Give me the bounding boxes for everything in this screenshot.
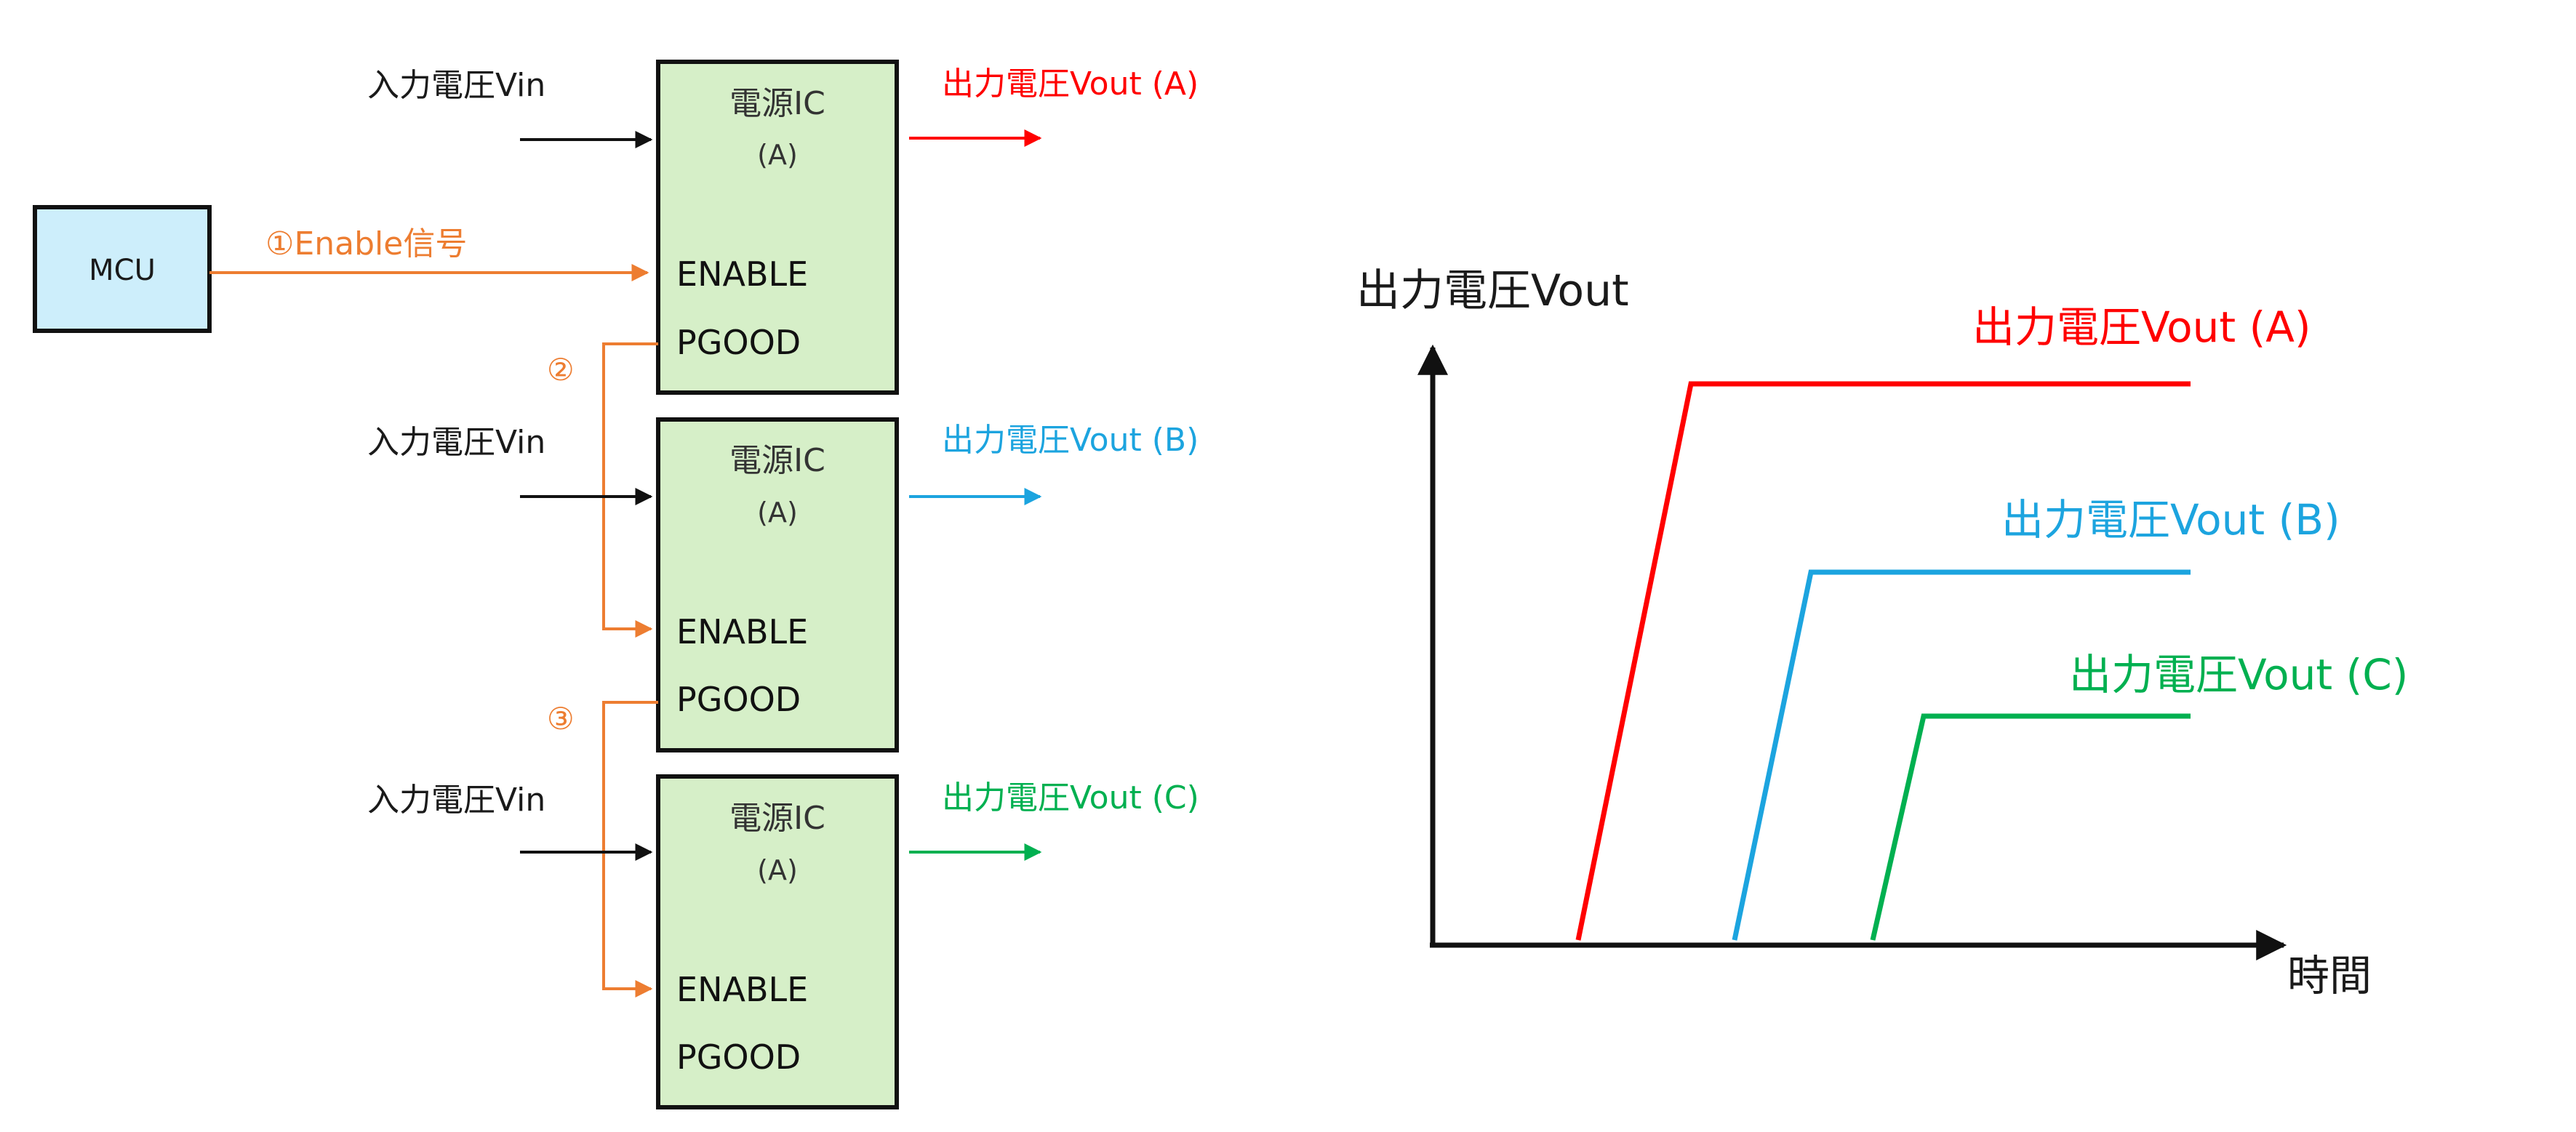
- pgood-link-arrow-1: [602, 342, 658, 638]
- mcu-box: [33, 205, 212, 333]
- power-ic-block-3: 電源IC (A) ENABLE PGOOD 入力電圧Vin 出力電圧Vout (…: [367, 774, 1199, 1109]
- curve-label-b: 出力電圧Vout (B): [2001, 495, 2340, 545]
- power-ic-box-2: [656, 417, 899, 752]
- vin-label-1: 入力電圧Vin: [367, 67, 545, 104]
- power-ic-variant-3: (A): [757, 854, 798, 886]
- enable-pin-3: ENABLE: [676, 970, 808, 1009]
- enable-signal-label: ①Enable信号: [265, 225, 467, 262]
- pgood-link-label-2: ③: [547, 701, 575, 736]
- vout-curve-b: [1732, 569, 2191, 941]
- power-ic-box-3: [656, 774, 899, 1109]
- pgood-link-2: ③: [547, 701, 658, 997]
- vout-label-3: 出力電圧Vout (C): [942, 779, 1199, 816]
- curve-label-c: 出力電圧Vout (C): [2069, 650, 2408, 699]
- pgood-link-1: ②: [547, 342, 658, 638]
- vout-curve-c: [1870, 713, 2191, 941]
- power-ic-name-2: 電源IC: [729, 442, 825, 479]
- vout-curve-a: [1575, 381, 2191, 941]
- power-ic-block-2: 電源IC (A) ENABLE PGOOD 入力電圧Vin 出力電圧Vout (…: [367, 417, 1199, 752]
- pgood-pin-1: PGOOD: [676, 323, 801, 362]
- y-axis-label: 出力電圧Vout: [1356, 265, 1629, 316]
- pgood-link-label-1: ②: [547, 352, 575, 388]
- mcu-label: MCU: [89, 254, 156, 287]
- power-ic-block-1: 電源IC (A) ENABLE PGOOD 入力電圧Vin 出力電圧Vout (…: [367, 60, 1199, 395]
- timing-graph: 出力電圧Vout 時間 出力電圧Vout (A) 出力電圧Vout (B) 出力…: [1356, 265, 2408, 1000]
- vout-label-2: 出力電圧Vout (B): [942, 422, 1199, 459]
- enable-pin-2: ENABLE: [676, 612, 808, 651]
- curve-label-a: 出力電圧Vout (A): [1972, 302, 2311, 352]
- pgood-pin-3: PGOOD: [676, 1037, 801, 1077]
- vout-label-1: 出力電圧Vout (A): [942, 65, 1199, 103]
- power-ic-variant-1: (A): [757, 139, 798, 171]
- x-axis-label: 時間: [2287, 951, 2372, 1000]
- power-ic-name-1: 電源IC: [729, 85, 825, 122]
- power-ic-name-3: 電源IC: [729, 800, 825, 837]
- vin-label-2: 入力電圧Vin: [367, 424, 545, 461]
- enable-pin-1: ENABLE: [676, 254, 808, 294]
- pgood-pin-2: PGOOD: [676, 680, 801, 719]
- power-ic-variant-2: (A): [757, 497, 798, 529]
- power-ic-box-1: [656, 60, 899, 395]
- pgood-link-arrow-2: [602, 701, 658, 997]
- vin-label-3: 入力電圧Vin: [367, 782, 545, 819]
- enable-signal: ①Enable信号: [209, 225, 649, 281]
- mcu-block: MCU: [33, 205, 212, 333]
